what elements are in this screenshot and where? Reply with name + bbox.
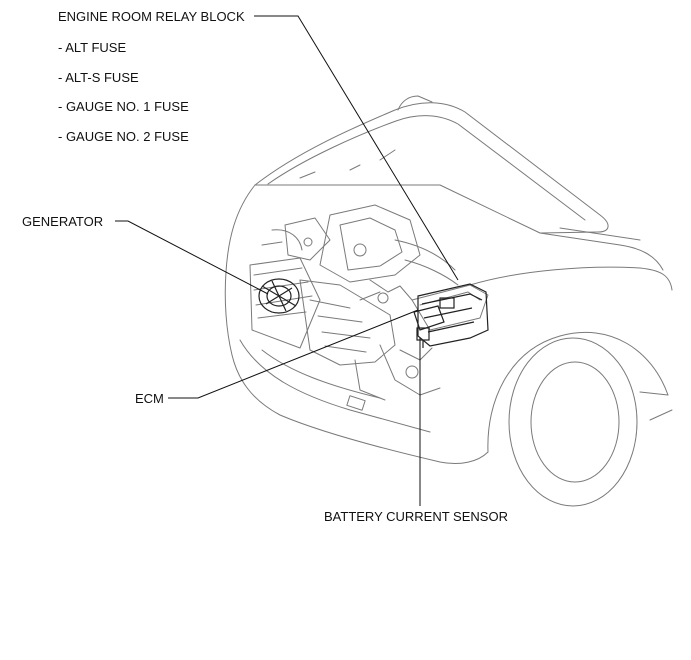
engine-cover bbox=[319, 204, 421, 283]
wheel-arch bbox=[487, 331, 669, 453]
label-battery-current-sensor: BATTERY CURRENT SENSOR bbox=[324, 509, 508, 524]
front-fascia bbox=[224, 184, 489, 465]
label-ecm: ECM bbox=[135, 391, 164, 406]
front-wheel-rim bbox=[530, 361, 620, 483]
bumper-lower bbox=[239, 339, 431, 433]
ecm-part bbox=[413, 305, 445, 331]
fender bbox=[469, 266, 673, 291]
headlight bbox=[411, 284, 489, 331]
label-alt-s-fuse: - ALT-S FUSE bbox=[58, 70, 139, 85]
label-gauge-no1-fuse: - GAUGE NO. 1 FUSE bbox=[58, 99, 189, 114]
ecm-leader bbox=[168, 309, 419, 399]
label-alt-fuse: - ALT FUSE bbox=[58, 40, 127, 55]
relay-block-leader bbox=[254, 15, 459, 281]
label-engine-room-relay-block: ENGINE ROOM RELAY BLOCK bbox=[58, 9, 245, 24]
label-gauge-no2-fuse: - GAUGE NO. 2 FUSE bbox=[58, 129, 189, 144]
front-wheel bbox=[508, 337, 638, 507]
hood-inner-line bbox=[267, 115, 586, 221]
label-generator: GENERATOR bbox=[22, 214, 104, 229]
generator-part bbox=[258, 278, 300, 314]
hood-outline bbox=[254, 102, 609, 234]
generator-leader bbox=[115, 220, 269, 295]
relay-block-part bbox=[417, 283, 489, 347]
battery-current-sensor-part bbox=[416, 327, 430, 348]
grille-outline bbox=[249, 257, 321, 349]
windshield-line bbox=[539, 232, 664, 271]
fog-lamp bbox=[346, 395, 366, 411]
hood-edge bbox=[397, 95, 433, 111]
